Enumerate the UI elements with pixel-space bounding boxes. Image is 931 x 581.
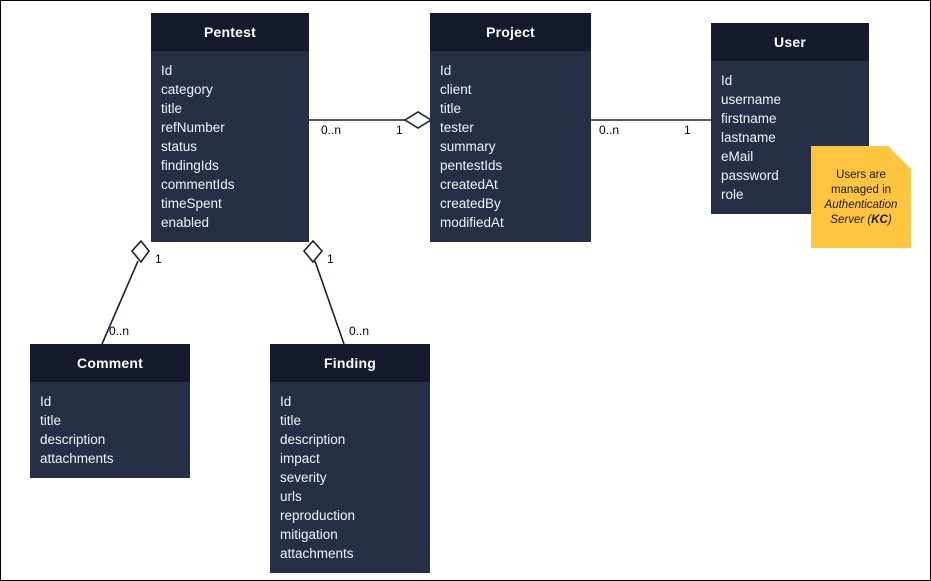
- attribute-row: Id: [280, 394, 292, 409]
- attribute-row: Id: [440, 63, 452, 78]
- multiplicity-project-user-from: 0..n: [599, 123, 620, 137]
- multiplicity-pentest-finding-from: 1: [327, 252, 334, 266]
- attribute-row: impact: [280, 451, 320, 466]
- class-attributes-pentest: Id category title refNumber status findi…: [151, 51, 309, 242]
- multiplicity-project-user-to: 1: [684, 123, 691, 137]
- note-line-4-prefix: Server (: [830, 214, 872, 226]
- class-box-pentest[interactable]: Pentest Id category title refNumber stat…: [151, 13, 309, 242]
- attribute-row: title: [440, 101, 462, 116]
- note-text: Users are managed in Authentication Serv…: [811, 146, 911, 248]
- attribute-row: summary: [440, 139, 496, 154]
- attribute-row: pentestIds: [440, 158, 503, 173]
- attribute-row: urls: [280, 489, 302, 504]
- attribute-row: attachments: [40, 451, 114, 466]
- attribute-row: status: [161, 139, 198, 154]
- attribute-row: description: [280, 432, 346, 447]
- attribute-row: createdAt: [440, 177, 498, 192]
- multiplicity-pentest-comment-from: 1: [155, 252, 162, 266]
- attribute-row: tester: [440, 120, 474, 135]
- aggregation-diamond-pentest-finding: [302, 239, 324, 264]
- attribute-row: eMail: [721, 149, 754, 164]
- attribute-row: findingIds: [161, 158, 219, 173]
- multiplicity-pentest-comment-to: 0..n: [109, 324, 130, 338]
- aggregation-diamond-project: [403, 111, 433, 129]
- class-title-finding: Finding: [270, 344, 430, 382]
- attribute-row: password: [721, 168, 779, 183]
- note-line-3: Authentication: [824, 199, 898, 211]
- class-title-user: User: [711, 23, 869, 61]
- attribute-row: firstname: [721, 111, 777, 126]
- sticky-note-user[interactable]: Users are managed in Authentication Serv…: [811, 146, 911, 248]
- attribute-row: mitigation: [280, 527, 338, 542]
- attribute-row: refNumber: [161, 120, 225, 135]
- note-line-4-bold: KC: [871, 214, 888, 226]
- attribute-row: Id: [721, 73, 733, 88]
- multiplicity-pentest-project-from: 0..n: [321, 123, 342, 137]
- attribute-row: modifiedAt: [440, 215, 504, 230]
- attribute-row: attachments: [280, 546, 354, 561]
- class-attributes-comment: Id title description attachments: [30, 382, 190, 478]
- attribute-row: timeSpent: [161, 196, 222, 211]
- attribute-row: description: [40, 432, 106, 447]
- attribute-row: commentIds: [161, 177, 235, 192]
- attribute-row: createdBy: [440, 196, 501, 211]
- class-title-project: Project: [430, 13, 591, 51]
- attribute-row: category: [161, 82, 213, 97]
- attribute-row: client: [440, 82, 472, 97]
- multiplicity-pentest-finding-to: 0..n: [349, 324, 370, 338]
- class-box-project[interactable]: Project Id client title tester summary p…: [430, 13, 591, 242]
- edge-pentest-finding: [314, 260, 345, 345]
- class-title-comment: Comment: [30, 344, 190, 382]
- attribute-row: reproduction: [280, 508, 356, 523]
- attribute-row: enabled: [161, 215, 210, 230]
- class-attributes-project: Id client title tester summary pentestId…: [430, 51, 591, 242]
- class-attributes-finding: Id title description impact severity url…: [270, 382, 430, 573]
- attribute-row: lastname: [721, 130, 776, 145]
- multiplicity-pentest-project-to: 1: [396, 123, 403, 137]
- class-title-pentest: Pentest: [151, 13, 309, 51]
- attribute-row: role: [721, 187, 744, 202]
- attribute-row: severity: [280, 470, 327, 485]
- attribute-row: title: [161, 101, 183, 116]
- attribute-row: Id: [161, 63, 173, 78]
- note-line-2: managed in: [830, 184, 892, 196]
- attribute-row: Id: [40, 394, 52, 409]
- class-box-comment[interactable]: Comment Id title description attachments: [30, 344, 190, 478]
- note-line-4-suffix: ): [887, 214, 892, 226]
- attribute-row: title: [40, 413, 62, 428]
- class-box-finding[interactable]: Finding Id title description impact seve…: [270, 344, 430, 573]
- note-line-1: Users are: [836, 169, 886, 181]
- attribute-row: username: [721, 92, 782, 107]
- aggregation-diamond-pentest-comment: [130, 239, 151, 264]
- attribute-row: title: [280, 413, 302, 428]
